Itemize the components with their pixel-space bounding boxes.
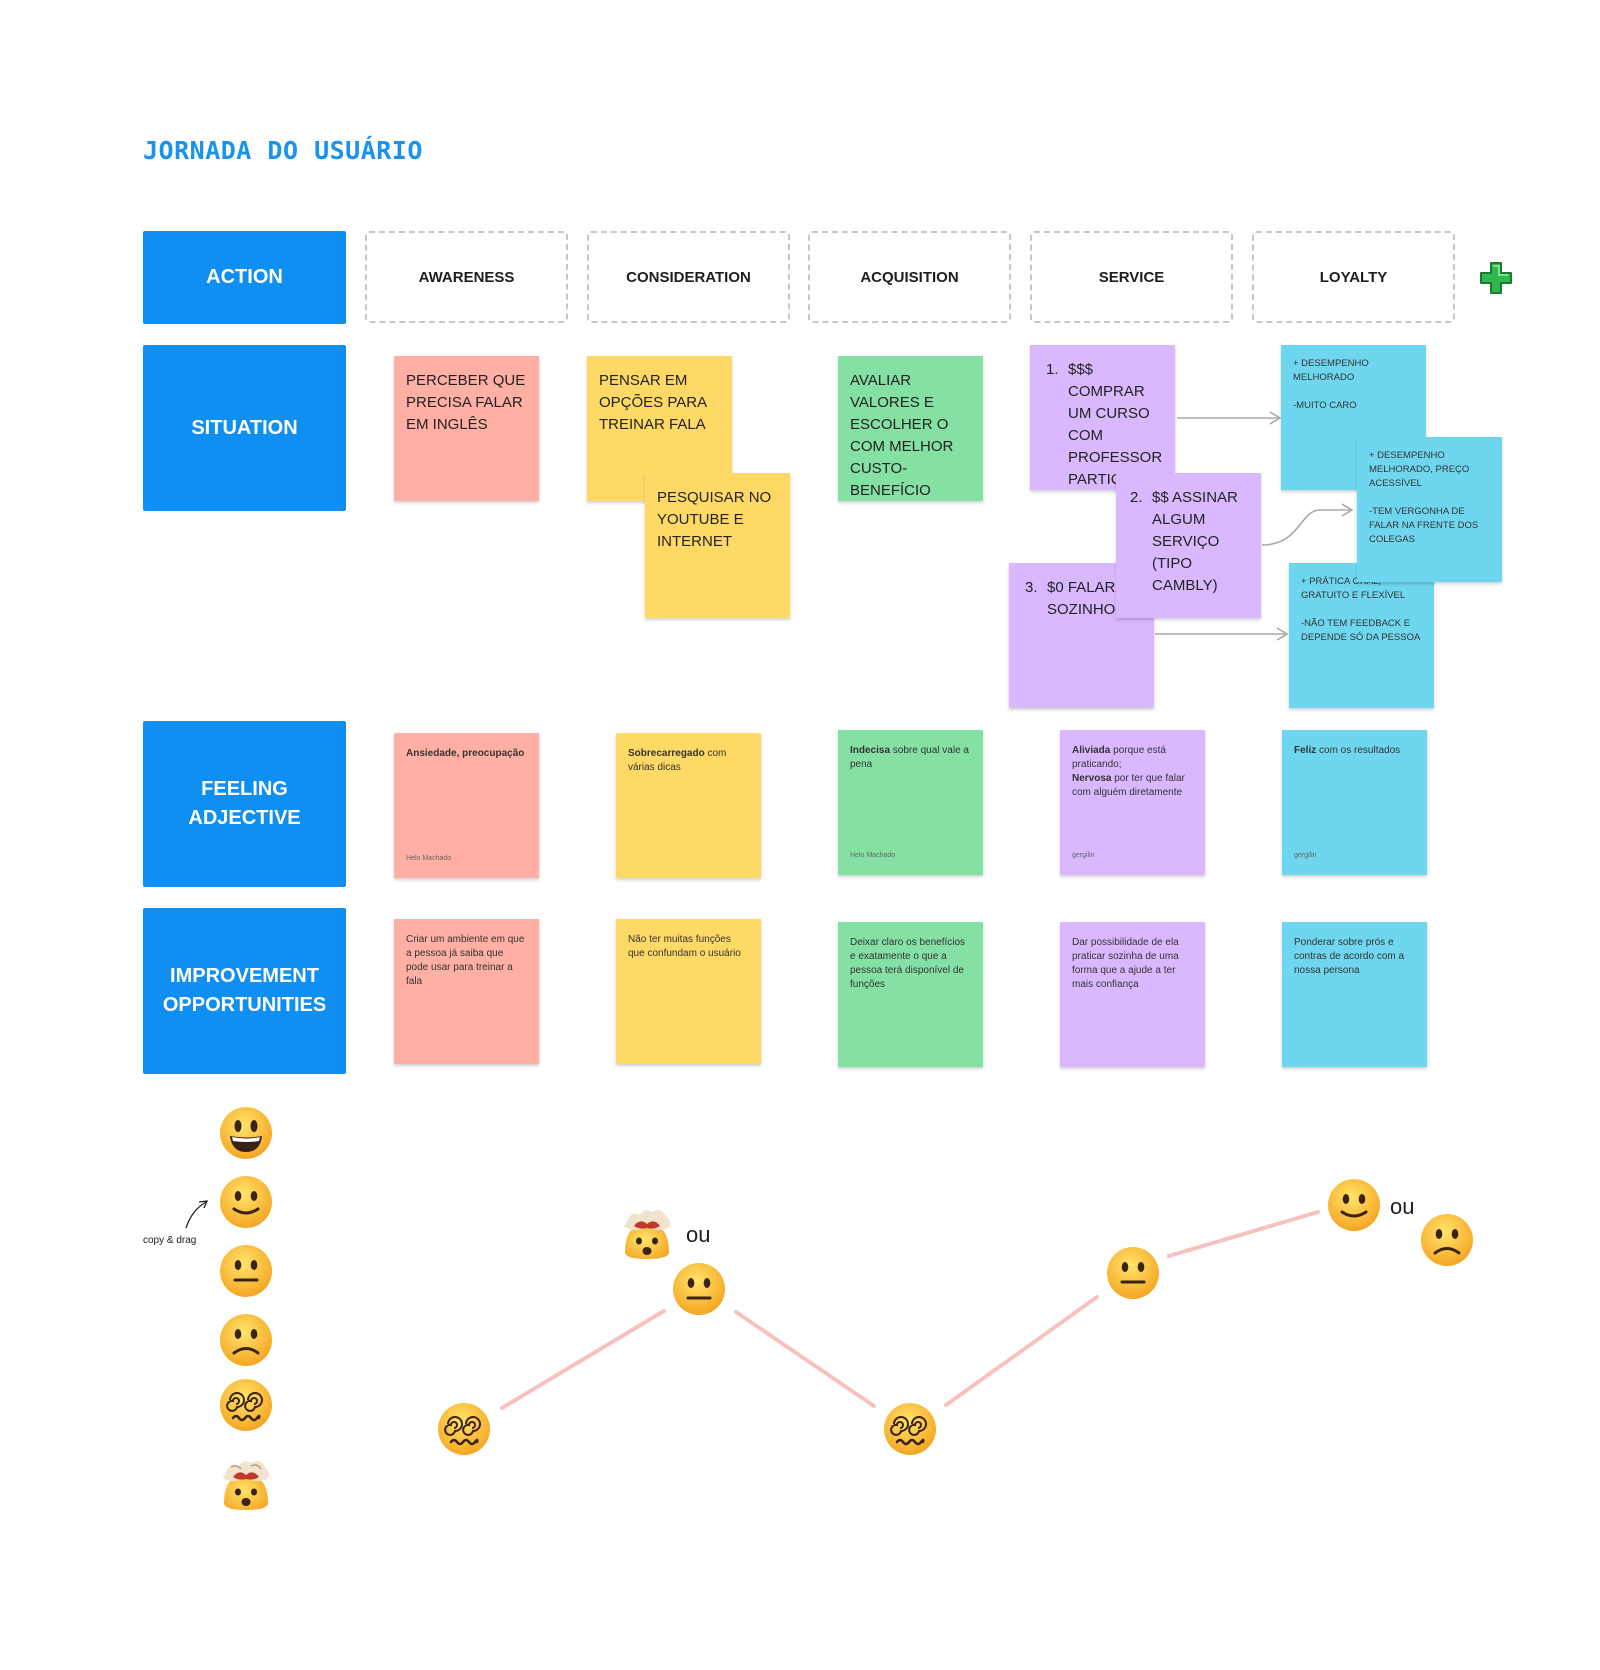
list-number: 2. bbox=[1130, 489, 1143, 506]
or-label: ou bbox=[1390, 1194, 1415, 1219]
sticky-situation-service-1[interactable]: 1. $$$ COMPRAR UM CURSO COM PROFESSOR PAR… bbox=[1030, 345, 1175, 490]
sticky-text-bold: Nervosa bbox=[1072, 773, 1112, 784]
sticky-text-pro: + PRÁTICA ORAL, GRATUITO E FLEXÍVEL bbox=[1301, 576, 1406, 601]
sticky-text-con: -MUITO CARO bbox=[1293, 400, 1357, 411]
row-header-feeling-label: FEELING ADJECTIVE bbox=[188, 778, 301, 829]
grinning-face-icon[interactable] bbox=[219, 1106, 273, 1160]
exploding-head-icon[interactable] bbox=[620, 1206, 674, 1260]
sticky-text-bold: Aliviada bbox=[1072, 745, 1111, 756]
slightly-frowning-face-icon[interactable] bbox=[219, 1313, 273, 1367]
sticky-author: Helo Machado bbox=[850, 852, 896, 859]
add-column-button[interactable] bbox=[1478, 260, 1514, 296]
sticky-text-bold: Feliz bbox=[1294, 745, 1317, 756]
sticky-improvement-awareness[interactable]: Criar um ambiente em que a pessoa já sai… bbox=[394, 919, 539, 1064]
dizzy-face-icon[interactable] bbox=[219, 1378, 273, 1432]
dizzy-face-icon[interactable] bbox=[883, 1402, 937, 1456]
sticky-text: porque está praticando; bbox=[1072, 745, 1166, 770]
sticky-text-con: -TEM VERGONHA DE FALAR NA FRENTE DOS COL… bbox=[1369, 506, 1479, 545]
sticky-feeling-acquisition[interactable]: Indecisa sobre qual vale a pena Helo Mac… bbox=[838, 730, 983, 875]
stage-service[interactable]: SERVICE bbox=[1030, 231, 1233, 323]
list-number: 3. bbox=[1025, 579, 1038, 596]
sticky-text: $$$ COMPRAR UM CURSO COM PROFESSOR PARTI… bbox=[1068, 361, 1163, 488]
sticky-situation-consideration-2[interactable]: PESQUISAR NO YOUTUBE E INTERNET bbox=[645, 473, 790, 618]
stage-acquisition[interactable]: ACQUISITION bbox=[808, 231, 1011, 323]
row-header-action[interactable]: ACTION bbox=[143, 231, 346, 324]
exploding-head-icon[interactable] bbox=[219, 1457, 273, 1511]
or-label: ou bbox=[686, 1222, 711, 1247]
row-header-improvement[interactable]: IMPROVEMENT OPPORTUNITIES bbox=[143, 908, 346, 1074]
sticky-improvement-service[interactable]: Dar possibilidade de ela praticar sozinh… bbox=[1060, 922, 1205, 1067]
sticky-text: por ter que falar com alguém diretamente bbox=[1072, 773, 1185, 798]
sticky-situation-acquisition[interactable]: AVALIAR VALORES E ESCOLHER O COM MELHOR … bbox=[838, 356, 983, 501]
sticky-author: Helo Machado bbox=[406, 855, 452, 862]
sticky-feeling-loyalty[interactable]: Feliz com os resultados gergilin bbox=[1282, 730, 1427, 875]
sticky-text-bold: Sobrecarregado bbox=[628, 748, 705, 759]
sticky-improvement-acquisition[interactable]: Deixar claro os benefícios e exatamente … bbox=[838, 922, 983, 1067]
neutral-face-icon[interactable] bbox=[219, 1244, 273, 1298]
sticky-improvement-consideration[interactable]: Não ter muitas funções que confundam o u… bbox=[616, 919, 761, 1064]
sticky-situation-awareness[interactable]: PERCEBER QUE PRECISA FALAR EM INGLÊS bbox=[394, 356, 539, 501]
stage-consideration[interactable]: CONSIDERATION bbox=[587, 231, 790, 323]
slightly-smiling-face-icon[interactable] bbox=[219, 1175, 273, 1229]
slightly-frowning-face-icon[interactable] bbox=[1420, 1213, 1474, 1267]
sticky-text-bold: Indecisa bbox=[850, 745, 891, 756]
row-header-feeling[interactable]: FEELING ADJECTIVE bbox=[143, 721, 346, 887]
list-number: 1. bbox=[1046, 361, 1059, 378]
stage-loyalty[interactable]: LOYALTY bbox=[1252, 231, 1455, 323]
sticky-situation-loyalty-2[interactable]: + DESEMPENHO MELHORADO, PREÇO ACESSÍVEL … bbox=[1357, 437, 1502, 582]
sticky-text: com várias dicas bbox=[628, 748, 727, 773]
sticky-author: gergilin bbox=[1072, 852, 1095, 859]
stage-awareness[interactable]: AWARENESS bbox=[365, 231, 568, 323]
sticky-text: $$ ASSINAR ALGUM SERVIÇO (TIPO CAMBLY) bbox=[1152, 489, 1238, 594]
sticky-text-pro: + DESEMPENHO MELHORADO, PREÇO ACESSÍVEL bbox=[1369, 450, 1470, 489]
sticky-feeling-awareness[interactable]: Ansiedade, preocupação Helo Machado bbox=[394, 733, 539, 878]
page-title: JORNADA DO USUÁRIO bbox=[143, 136, 423, 165]
sticky-text-con: -NÃO TEM FEEDBACK E DEPENDE SÓ DA PESSOA bbox=[1301, 618, 1421, 643]
sticky-improvement-loyalty[interactable]: Ponderar sobre prós e contras de acordo … bbox=[1282, 922, 1427, 1067]
sticky-text: sobre qual vale a pena bbox=[850, 745, 969, 770]
sticky-situation-loyalty-3[interactable]: + PRÁTICA ORAL, GRATUITO E FLEXÍVEL -NÃO… bbox=[1289, 563, 1434, 708]
dizzy-face-icon[interactable] bbox=[437, 1402, 491, 1456]
copy-drag-hint: copy & drag bbox=[143, 1235, 197, 1246]
sticky-text: com os resultados bbox=[1316, 745, 1401, 756]
neutral-face-icon[interactable] bbox=[672, 1262, 726, 1316]
curved-arrow-icon bbox=[185, 1200, 209, 1229]
row-header-improvement-label: IMPROVEMENT OPPORTUNITIES bbox=[162, 965, 327, 1016]
sticky-situation-service-2[interactable]: 2. $$ ASSINAR ALGUM SERVIÇO (TIPO CAMBLY) bbox=[1116, 473, 1261, 618]
sticky-feeling-consideration[interactable]: Sobrecarregado com várias dicas bbox=[616, 733, 761, 878]
sticky-author: gergilin bbox=[1294, 852, 1317, 859]
sticky-text: $0 FALAR SOZINHO bbox=[1047, 579, 1116, 618]
row-header-situation[interactable]: SITUATION bbox=[143, 345, 346, 511]
sticky-text: Ansiedade, preocupação bbox=[406, 748, 525, 759]
neutral-face-icon[interactable] bbox=[1106, 1246, 1160, 1300]
plus-icon bbox=[1480, 262, 1512, 294]
sticky-feeling-service[interactable]: Aliviada porque está praticando; Nervosa… bbox=[1060, 730, 1205, 875]
sticky-text-pro: + DESEMPENHO MELHORADO bbox=[1293, 358, 1369, 383]
slightly-smiling-face-icon[interactable] bbox=[1327, 1178, 1381, 1232]
